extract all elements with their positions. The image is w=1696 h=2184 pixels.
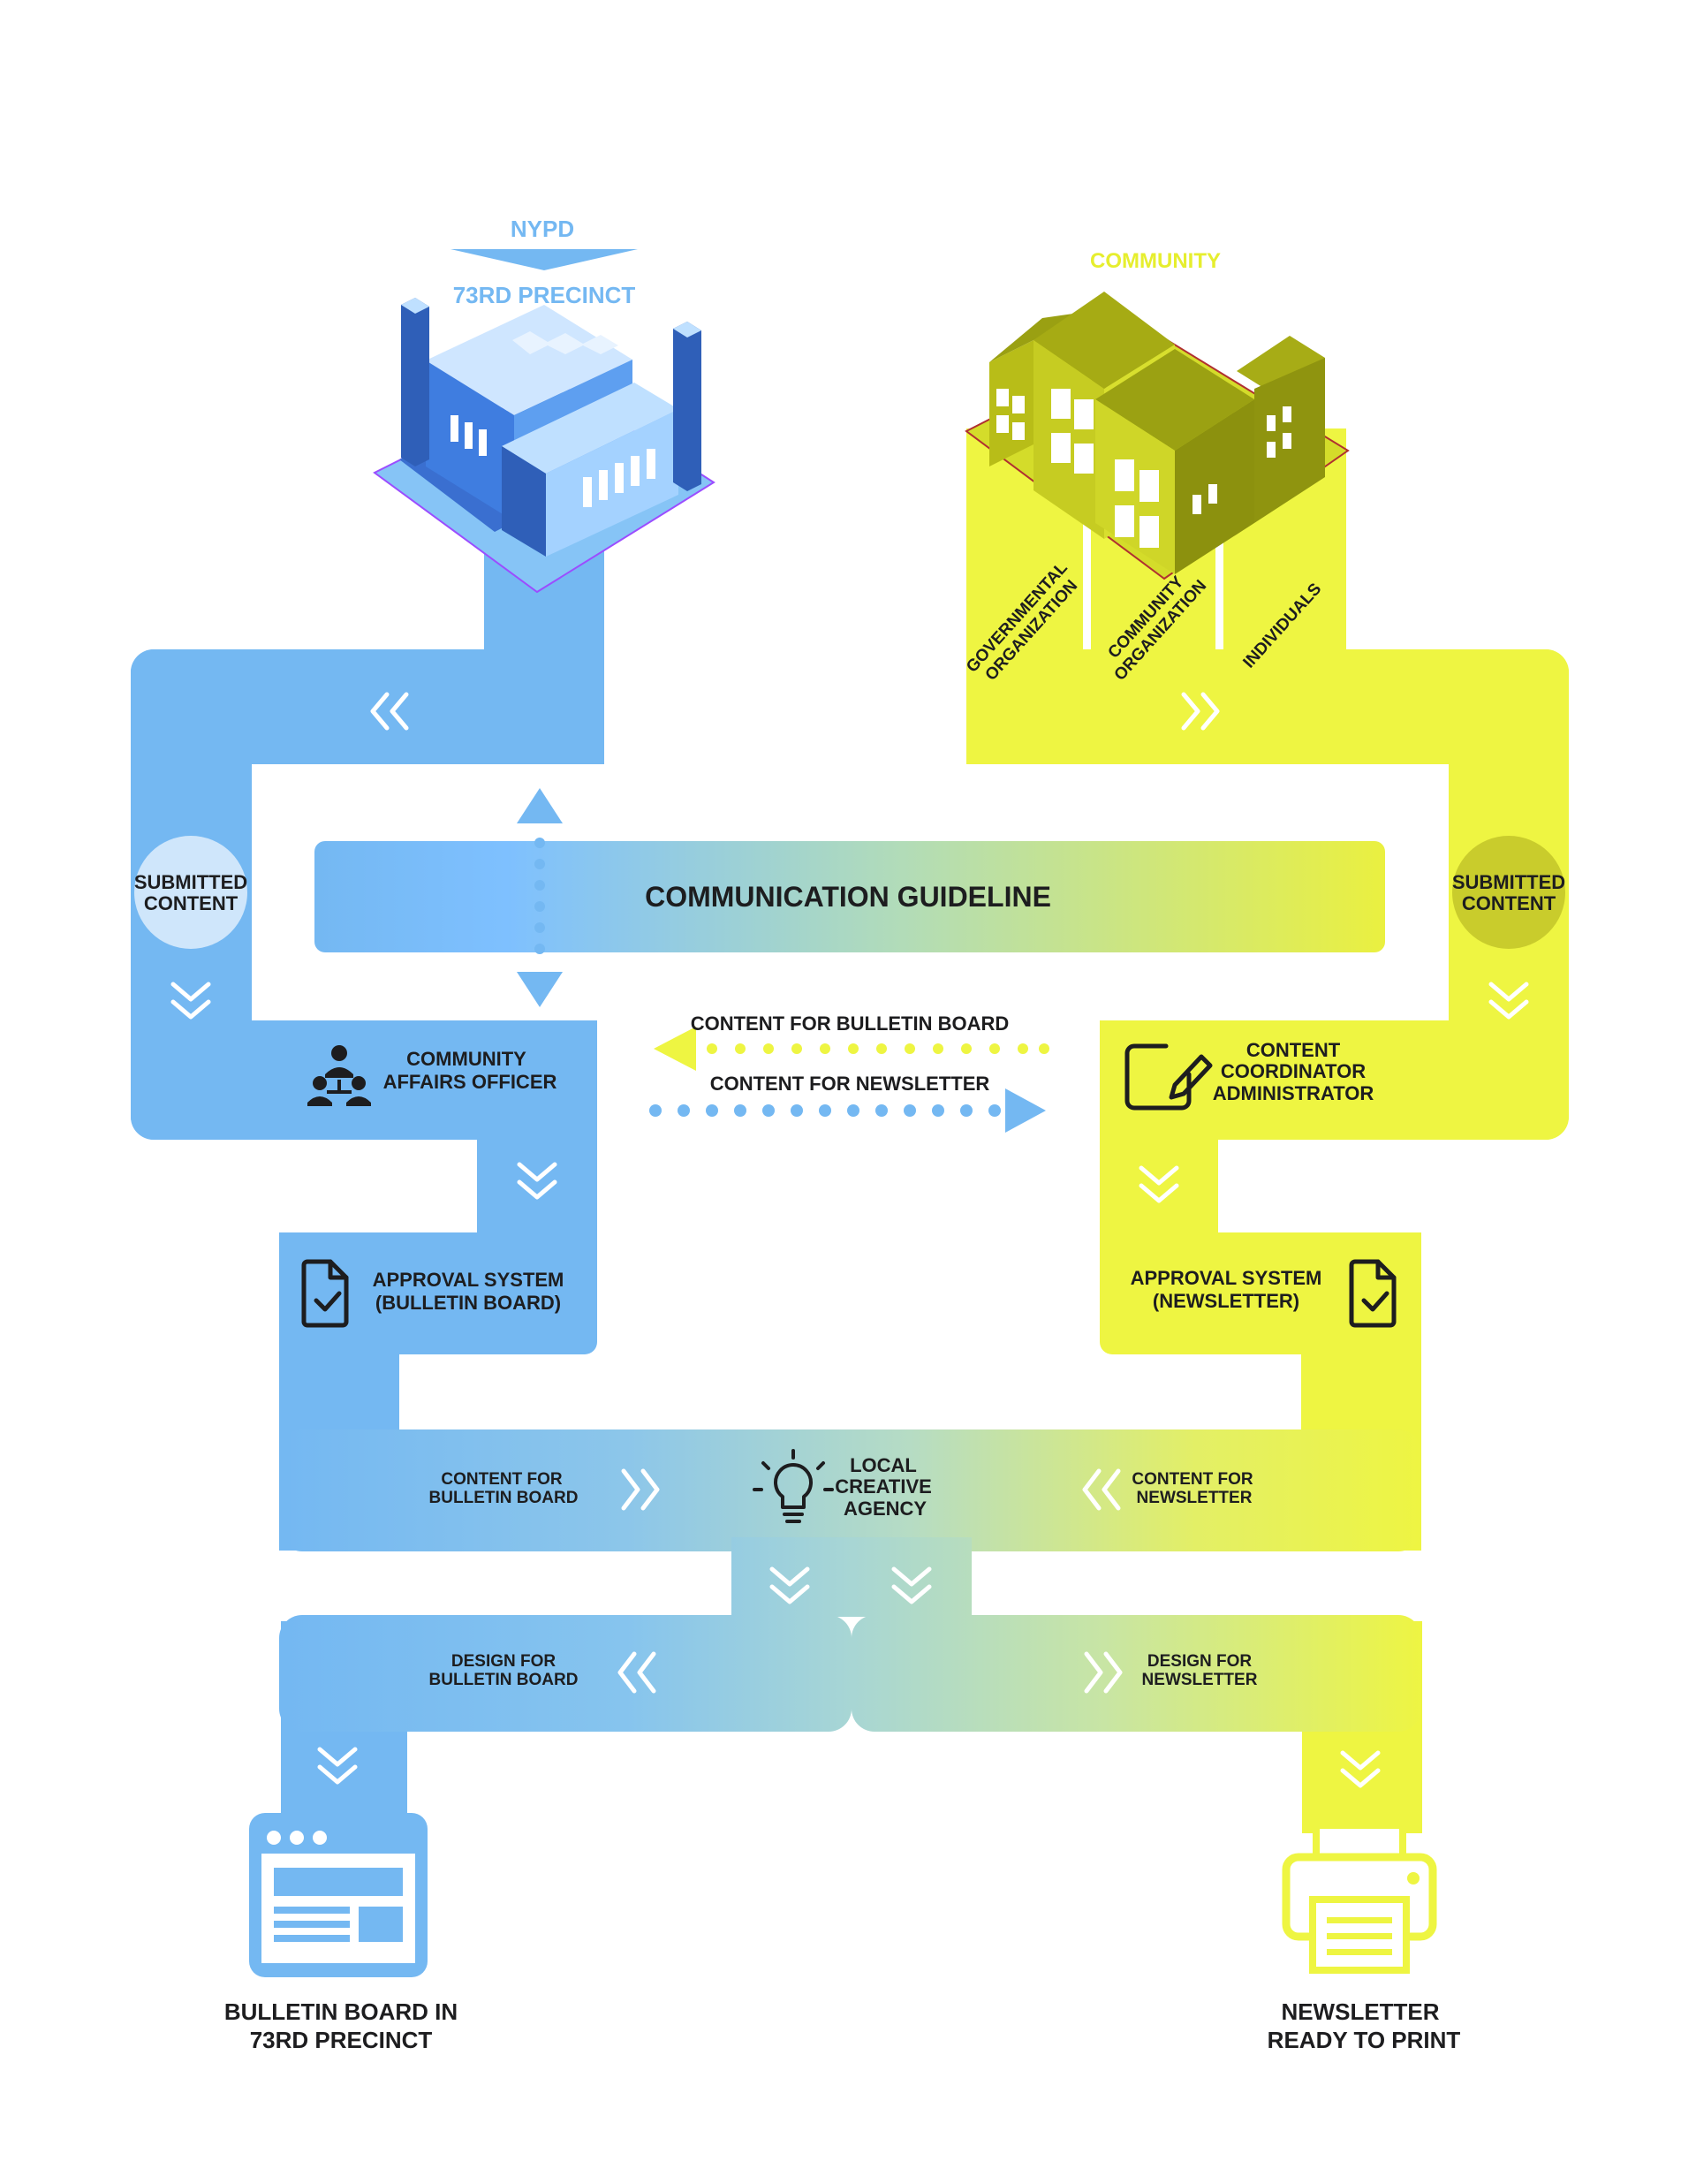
agency-name-line2: CREATIVE	[835, 1475, 932, 1498]
output-left-line1: BULLETIN BOARD IN	[224, 1998, 458, 2025]
people-network-icon	[307, 1045, 371, 1106]
lightbulb-icon	[753, 1449, 834, 1523]
community-label: COMMUNITY	[1090, 249, 1221, 273]
officer-label-line1: COMMUNITY	[406, 1048, 526, 1070]
nypd-down-arrow	[450, 249, 638, 270]
exchange-newsletter-label: CONTENT FOR NEWSLETTER	[710, 1073, 990, 1095]
approval-right-line2: (NEWSLETTER)	[1153, 1290, 1299, 1312]
chevron-down-icon	[170, 982, 211, 1020]
submitted-label-right-line1: SUBMITTED	[1452, 871, 1565, 893]
communication-guideline-bar	[314, 841, 1385, 952]
approval-left-line1: APPROVAL SYSTEM	[373, 1269, 564, 1291]
submitted-label-right-line2: CONTENT	[1462, 892, 1556, 914]
browser-window-icon	[249, 1813, 428, 1977]
design-band-right	[852, 1615, 1421, 1732]
output-left-line2: 73RD PRECINCT	[250, 2027, 433, 2053]
agency-content-left-line2: BULLETIN BOARD	[429, 1489, 579, 1507]
agency-content-right-line1: CONTENT FOR	[1132, 1470, 1253, 1489]
coordinator-label-line2: COORDINATOR	[1221, 1060, 1366, 1082]
edit-document-icon	[1124, 1043, 1213, 1111]
chevron-down-icon	[1488, 982, 1529, 1020]
arrow-newsletter-to-right	[649, 1088, 1046, 1133]
design-band-left	[279, 1615, 852, 1732]
agency-outflow-connector	[731, 1537, 972, 1617]
exchange-bulletin-label: CONTENT FOR BULLETIN BOARD	[691, 1012, 1010, 1035]
approval-left-line2: (BULLETIN BOARD)	[375, 1292, 561, 1314]
chevron-left-icon	[370, 692, 409, 731]
creative-agency-band	[279, 1429, 1421, 1551]
community-buildings-icon	[965, 292, 1350, 580]
chevron-down-icon	[769, 1566, 810, 1604]
chevron-down-icon	[1340, 1750, 1381, 1788]
agency-name-line1: LOCAL	[850, 1454, 917, 1476]
nypd-label: NYPD	[511, 216, 574, 242]
submitted-content-circle-right	[1452, 836, 1565, 949]
agency-content-left-line1: CONTENT FOR	[441, 1470, 562, 1489]
chevron-down-icon	[1139, 1165, 1179, 1203]
submitted-label-left-line1: SUBMITTED	[134, 871, 247, 893]
output-right-line1: NEWSLETTER	[1281, 1998, 1439, 2025]
document-check-icon	[301, 1259, 349, 1328]
printer-icon	[1282, 1822, 1437, 1974]
chevron-left-icon	[617, 1651, 656, 1694]
flow-chevrons	[170, 692, 1529, 1788]
chevron-right-icon	[1084, 1651, 1123, 1694]
precinct-label: 73RD PRECINCT	[453, 282, 636, 308]
design-right-line1: DESIGN FOR	[1147, 1652, 1253, 1671]
approval-right-line1: APPROVAL SYSTEM	[1131, 1267, 1322, 1289]
agency-content-right-line2: NEWSLETTER	[1137, 1489, 1253, 1507]
guideline-title: COMMUNICATION GUIDELINE	[645, 881, 1051, 913]
submitted-label-left-line2: CONTENT	[144, 892, 238, 914]
design-left-line1: DESIGN FOR	[451, 1652, 556, 1671]
yellow-flow-pipe	[966, 428, 1569, 1833]
coordinator-label-line1: CONTENT	[1246, 1039, 1341, 1061]
chevron-down-icon	[891, 1566, 932, 1604]
coordinator-label-line3: ADMINISTRATOR	[1213, 1082, 1374, 1104]
guideline-double-arrow	[517, 788, 563, 1007]
design-left-line2: BULLETIN BOARD	[429, 1671, 579, 1689]
officer-label-line2: AFFAIRS OFFICER	[383, 1071, 557, 1093]
chevron-down-icon	[517, 1162, 557, 1200]
chevron-right-icon	[621, 1468, 660, 1511]
document-check-icon	[1349, 1259, 1397, 1328]
precinct-building-icon	[373, 298, 716, 594]
arrow-bulletin-to-left	[654, 1027, 1049, 1071]
output-right-line2: READY TO PRINT	[1268, 2027, 1461, 2053]
chevron-down-icon	[317, 1747, 358, 1785]
chevron-left-icon	[1082, 1468, 1121, 1511]
community-source-dividers	[1083, 495, 1223, 649]
chevron-right-icon	[1181, 692, 1220, 731]
submitted-content-circle-left	[134, 836, 247, 949]
design-right-line2: NEWSLETTER	[1142, 1671, 1258, 1689]
agency-name-line3: AGENCY	[844, 1498, 927, 1520]
